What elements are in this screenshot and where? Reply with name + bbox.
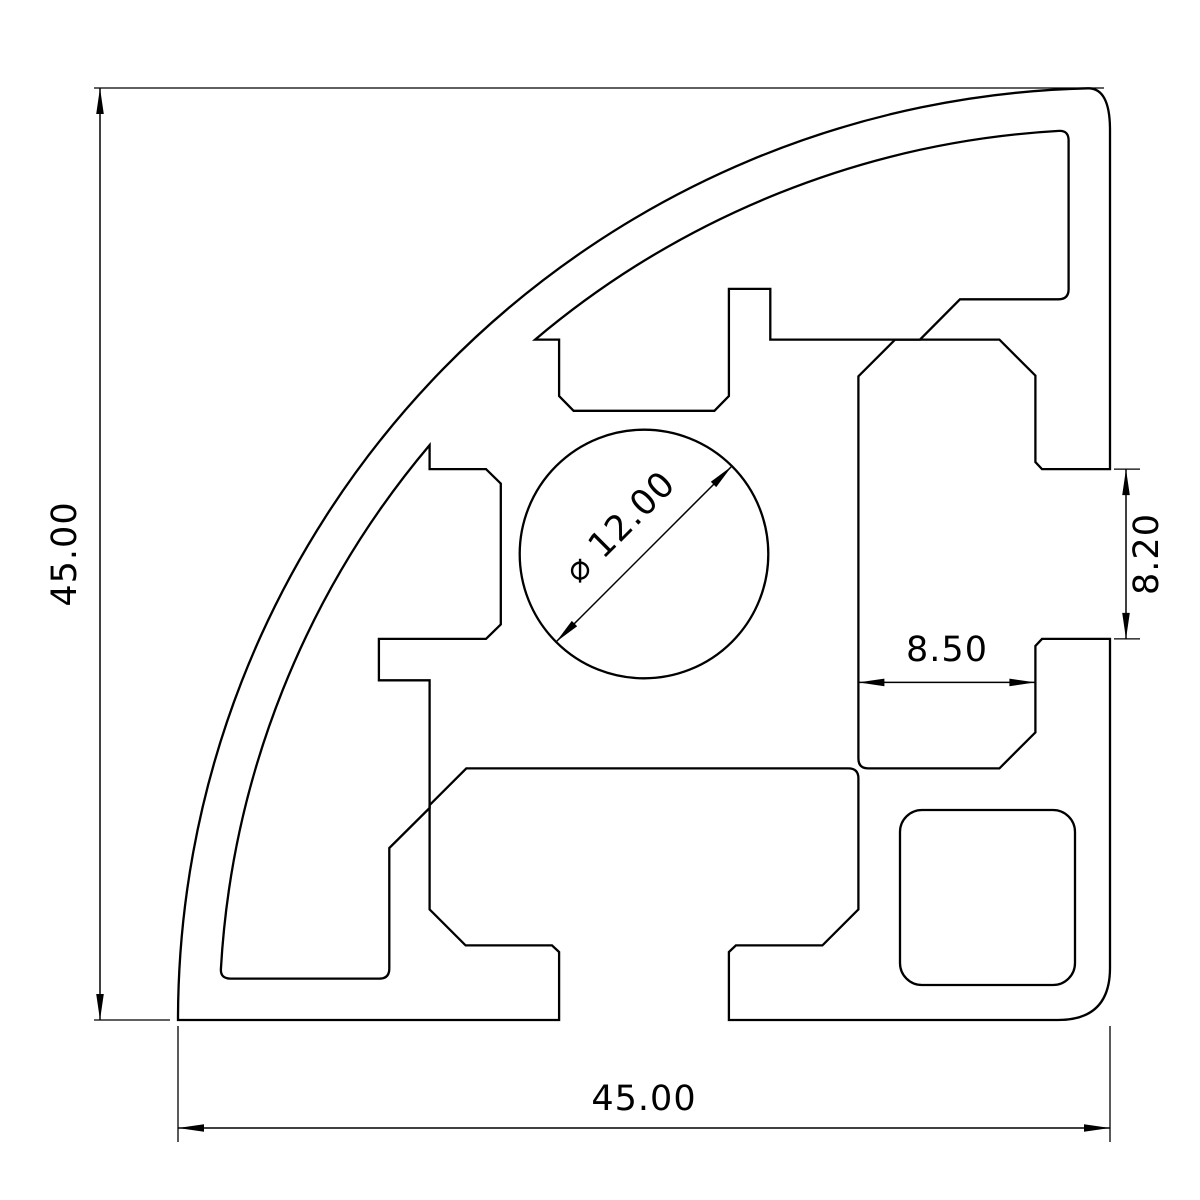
dimension-slot-opening: 8.20 (1114, 468, 1167, 640)
dimension-label-center-bore: ⌀ 12.00 (557, 464, 684, 591)
dimension-label-slot-cavity: 8.50 (906, 630, 988, 670)
center-bore-circle (518, 428, 770, 680)
profile-outline (176, 87, 1112, 1022)
dimension-line (555, 465, 733, 643)
dimension-overall-height: 45.00 (45, 87, 1104, 1021)
dimension-slot-cavity-width: 8.50 (858, 630, 1036, 687)
upper-cavity (531, 129, 1070, 412)
dimension-label-width: 45.00 (591, 1079, 696, 1119)
profile-cross-section (176, 87, 1112, 1022)
left-cavity (219, 441, 502, 980)
dimension-label-height: 45.00 (45, 501, 85, 606)
corner-cavity (898, 808, 1077, 987)
dimension-label-slot-opening: 8.20 (1127, 513, 1167, 595)
dimension-overall-width: 45.00 (177, 1026, 1111, 1142)
dimension-center-bore: ⌀ 12.00 (555, 464, 733, 643)
